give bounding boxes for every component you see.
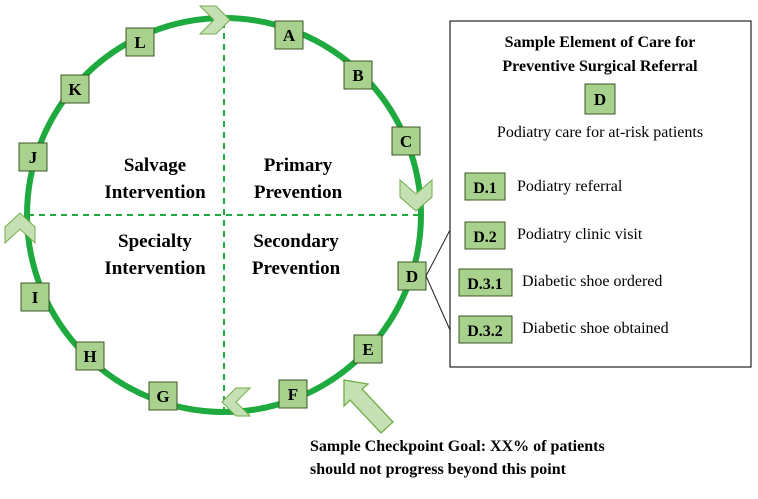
ring-node-d: D [397,261,427,291]
ring-node-e: E [353,334,383,364]
quadrant-bottom-right-line-1: Secondary [253,231,339,252]
ring-node-g: G [148,381,178,411]
ring-node-label: K [68,80,82,99]
element-description: Podiatry care for at-risk patients [497,124,703,141]
quadrant-top-right-line-2: Prevention [254,182,343,203]
checkpoint-caption-line-2: should not progress beyond this point [310,461,567,478]
step-row-d-1: D.1 Podiatry referral [464,172,623,201]
ring-node-l: L [125,27,155,57]
ring-nodes: A B C D E F G H [18,20,427,411]
step-label: Diabetic shoe ordered [522,273,662,290]
step-code: D.2 [473,229,497,246]
ring-node-i: I [20,282,50,312]
step-row-d-2: D.2 Podiatry clinic visit [464,221,643,250]
detail-panel: Sample Element of Care for Preventive Su… [425,20,752,368]
element-code-label: D [594,90,606,109]
chevron-up-icon [4,212,36,245]
step-code: D.3.2 [467,323,503,340]
quadrant-top-right-line-1: Primary [264,155,333,176]
ring-node-label: I [32,288,39,307]
quadrant-bottom-left-line-2: Intervention [104,258,206,279]
quadrant-top-left-line-1: Salvage [124,155,186,176]
ring-node-label: L [134,33,145,52]
connector-line-top [425,229,451,277]
checkpoint-arrow-icon [343,379,394,434]
ring-node-label: D [406,267,418,286]
quadrant-labels: Salvage Intervention Primary Prevention … [104,155,342,279]
ring-node-k: K [60,74,90,104]
ring-node-c: C [391,126,421,156]
checkpoint-caption-line-1: Sample Checkpoint Goal: XX% of patients [310,438,605,455]
quadrant-bottom-right-line-2: Prevention [252,258,341,279]
ring-node-label: F [288,385,298,404]
step-label: Podiatry referral [517,178,623,195]
ring-node-j: J [18,142,48,172]
quadrant-bottom-left-line-1: Specialty [118,231,192,252]
step-label: Diabetic shoe obtained [522,320,669,337]
ring-node-label: G [156,387,169,406]
step-code: D.3.1 [467,276,503,293]
ring-node-label: J [29,148,38,167]
ring-node-b: B [343,60,373,90]
quadrant-top-left-line-2: Intervention [104,182,206,203]
step-label: Podiatry clinic visit [517,226,643,243]
ring-node-label: C [400,132,412,151]
ring-node-label: E [362,340,373,359]
ring-node-a: A [274,20,304,50]
chevron-down-icon [399,178,433,212]
panel-title-line-2: Preventive Surgical Referral [502,58,698,75]
ring-node-label: A [283,26,296,45]
chevron-left-icon [221,387,252,417]
panel-title-line-1: Sample Element of Care for [505,34,696,51]
ring-node-h: H [75,341,105,371]
direction-chevrons [4,5,433,417]
ring-node-f: F [278,379,308,409]
step-row-d-3-1: D.3.1 Diabetic shoe ordered [458,268,662,297]
chevron-right-icon [198,5,231,35]
element-code-box: D [584,83,616,115]
step-code: D.1 [473,180,497,197]
step-row-d-3-2: D.3.2 Diabetic shoe obtained [458,315,669,344]
ring-node-label: B [352,66,363,85]
connector-line-bottom [425,275,451,331]
ring-node-label: H [83,347,96,366]
